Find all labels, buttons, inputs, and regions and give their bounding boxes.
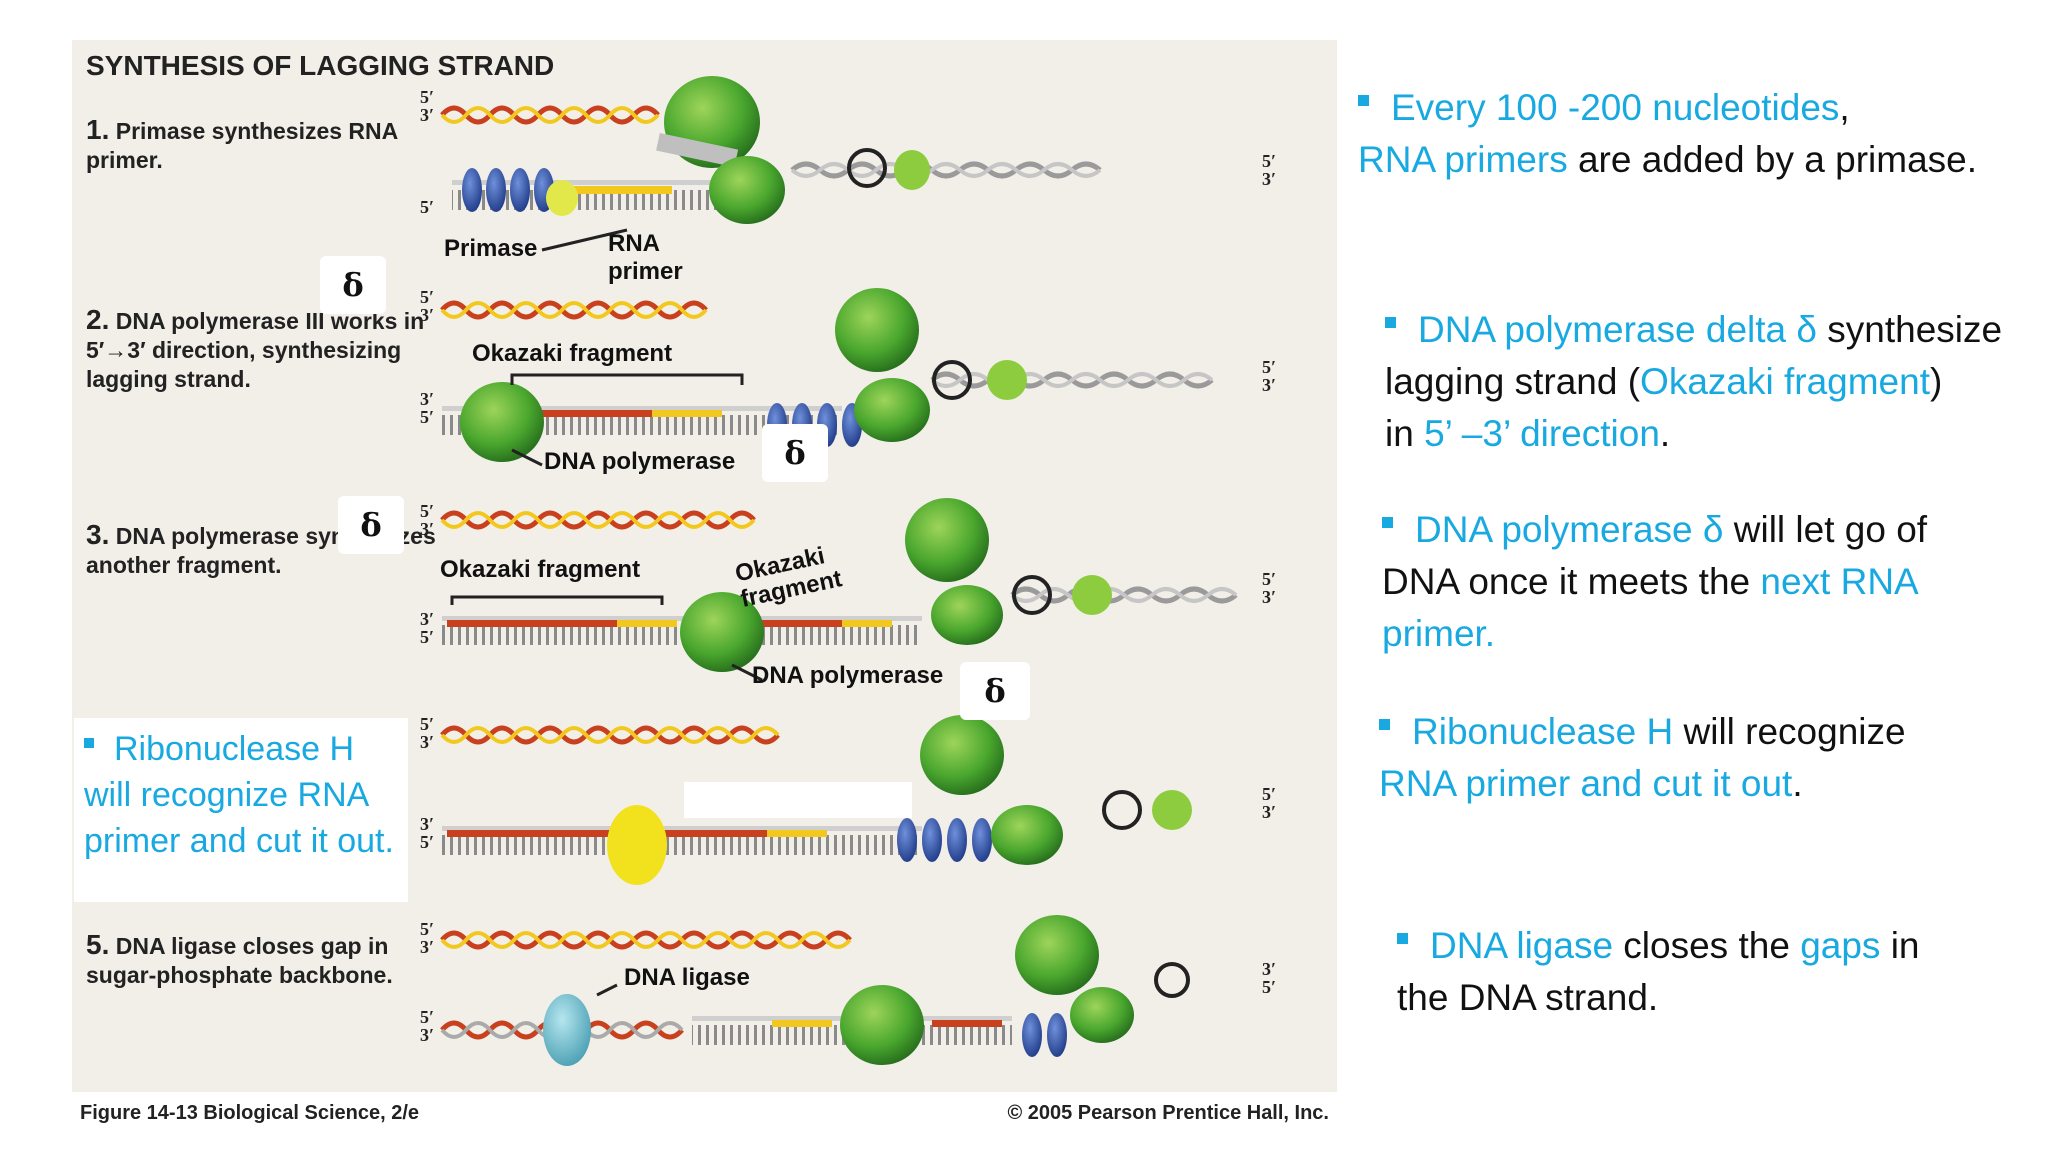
strand-end-label: 5′ <box>420 197 435 217</box>
step-1-text: 1. Primase synthesizes RNA primer. <box>86 115 446 175</box>
dna-ligase-label: DNA ligase <box>624 964 750 991</box>
panel-4-artwork <box>440 715 1192 885</box>
note-ribonuclease-h: Ribonuclease H will recognize RNA primer… <box>1379 711 1906 804</box>
panel-5-artwork <box>440 915 1190 1066</box>
bullet-icon <box>1379 718 1390 730</box>
strand-end-label: 3′5′ <box>420 389 435 427</box>
bullet-icon <box>1385 316 1396 328</box>
delta-badge: δ <box>762 424 828 482</box>
lagging-strand-figure: SYNTHESIS OF LAGGING STRAND 1. Primase s… <box>72 40 1337 1124</box>
strand-end-label: 5′3′ <box>1262 569 1277 607</box>
ribonuclease-note-overlay: Ribonuclease H will recognize RNA primer… <box>74 718 408 902</box>
delta-badge: δ <box>960 662 1030 720</box>
step-2-text: 2. DNA polymerase III works in 5′→3′ dir… <box>86 305 446 394</box>
okazaki-fragment-label-panel-2: Okazaki fragment <box>472 340 673 367</box>
strand-end-label: 3′5′ <box>1262 959 1277 997</box>
label-cover-box <box>684 782 912 818</box>
rna-primer-label: RNA primer <box>608 230 683 285</box>
bullet-icon <box>1382 516 1393 528</box>
strand-end-label: 5′3′ <box>1262 357 1277 395</box>
ribonuclease-h-icon <box>607 805 667 885</box>
strand-end-label: 3′5′ <box>420 609 435 647</box>
figure-copyright: © 2005 Pearson Prentice Hall, Inc. <box>1007 1102 1329 1124</box>
strand-end-label: 5′3′ <box>420 714 435 752</box>
strand-end-label: 5′3′ <box>1262 151 1277 189</box>
step-2-number: 2. <box>86 304 110 335</box>
strand-end-label: 5′3′ <box>420 919 435 957</box>
step-5-text: 5. DNA ligase closes gap in sugar-phosph… <box>86 930 446 990</box>
primase-label: Primase <box>444 235 538 262</box>
ribonuclease-note-text: Ribonuclease H will recognize RNA primer… <box>84 730 394 860</box>
dna-polymerase-label-panel-2: DNA polymerase <box>544 448 736 475</box>
delta-badge: δ <box>320 256 386 314</box>
strand-end-label: 5′3′ <box>420 1007 435 1045</box>
bullet-icon <box>84 738 94 749</box>
strand-end-label: 5′3′ <box>420 287 435 325</box>
step-3-text: 3. DNA polymerase synthesizes another fr… <box>86 520 446 580</box>
step-2-label: DNA polymerase III works in 5′→3′ direct… <box>86 308 425 392</box>
bullet-icon <box>1358 94 1369 106</box>
strand-end-label: 5′3′ <box>420 501 435 539</box>
panel-1-artwork <box>440 76 1102 252</box>
lagging-polymerase-icon <box>709 156 785 224</box>
step-5-number: 5. <box>86 929 110 960</box>
strand-end-label: 5′3′ <box>420 87 435 125</box>
replication-diagram <box>440 76 1238 1066</box>
dna-ligase-icon <box>543 994 591 1066</box>
note-polymerase-delta: DNA polymerase delta δ synthesize laggin… <box>1385 309 2003 454</box>
note-rna-primers: Every 100 -200 nucleotides, RNA primers … <box>1358 87 1977 180</box>
okazaki-fragment-label-panel-3: Okazaki fragment <box>440 556 641 583</box>
strand-end-label: 3′5′ <box>420 814 435 852</box>
step-5-label: DNA ligase closes gap in sugar-phosphate… <box>86 933 393 988</box>
rna-primer-segment <box>562 186 672 194</box>
note-polymerase-release: DNA polymerase δ will let go of DNA once… <box>1382 509 1928 654</box>
panel-3-artwork <box>440 498 1238 682</box>
delta-badge: δ <box>338 496 404 554</box>
step-1-label: Primase synthesizes RNA primer. <box>86 118 398 173</box>
dna-polymerase-label-panel-3: DNA polymerase <box>752 662 944 689</box>
primase-icon <box>546 180 578 216</box>
note-dna-ligase: DNA ligase closes the gaps in the DNA st… <box>1397 925 1920 1018</box>
strand-end-label: 5′3′ <box>1262 784 1277 822</box>
step-1-number: 1. <box>86 114 110 145</box>
figure-title: SYNTHESIS OF LAGGING STRAND <box>86 50 555 81</box>
bullet-icon <box>1397 932 1408 944</box>
step-3-number: 3. <box>86 519 110 550</box>
helicase-icon <box>894 150 930 190</box>
figure-caption: Figure 14-13 Biological Science, 2/e <box>80 1102 420 1124</box>
